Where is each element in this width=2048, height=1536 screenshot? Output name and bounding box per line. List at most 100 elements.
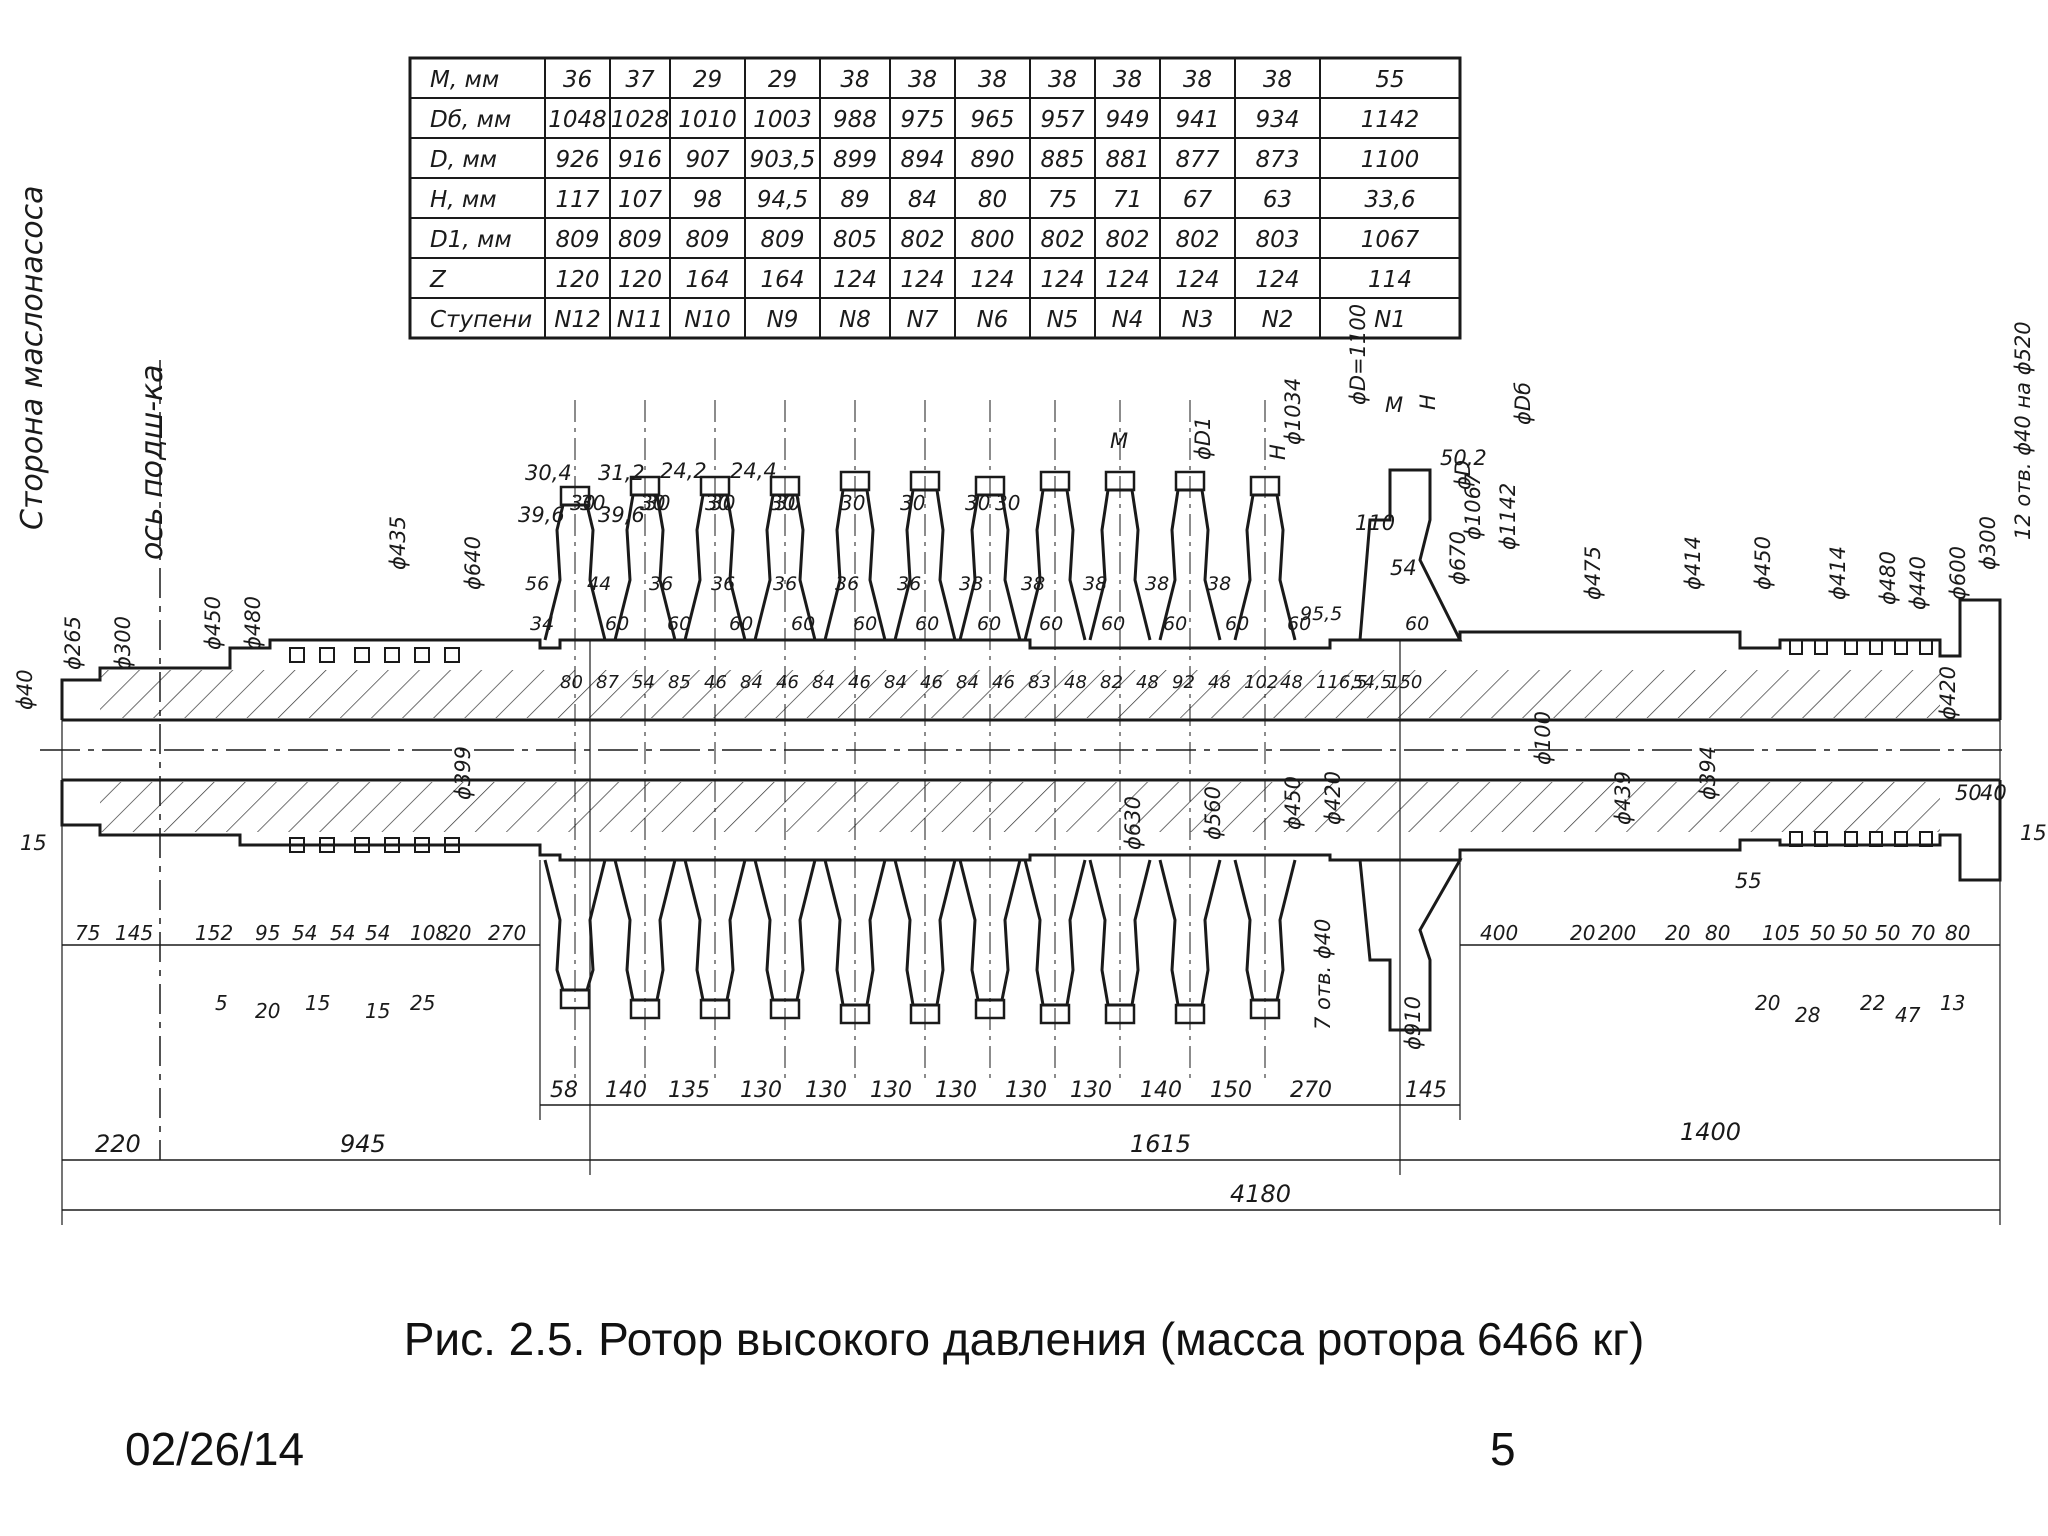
table-cell: N9 — [767, 307, 799, 333]
row-dim-label: 87 — [596, 672, 619, 693]
dim-label: M — [1385, 393, 1403, 417]
seal-groove — [319, 647, 335, 663]
table-cell: 809 — [556, 227, 600, 253]
bottom-left-dim: 152 — [195, 921, 233, 945]
table-cell: N10 — [684, 307, 730, 333]
row-dim-label: 85 — [668, 672, 691, 693]
dim-label: ϕD1 — [1191, 417, 1215, 460]
dim-label: ϕD — [1451, 460, 1475, 490]
overall-dim-4180: 4180 — [1230, 1180, 1291, 1208]
bottom-right-dim: 105 — [1762, 921, 1800, 945]
oil-pump-side-label: Сторона маслонасоса — [15, 186, 50, 530]
row-dim-label: 48 — [1064, 672, 1087, 693]
dim-label: ϕ300 — [111, 616, 135, 670]
seal-groove — [1814, 639, 1828, 655]
inner-dim-label: ϕ399 — [451, 746, 475, 800]
bottom-right-small-dim: 28 — [1795, 1003, 1820, 1027]
seal-groove — [444, 837, 460, 853]
bottom-right-dim: 400 — [1480, 921, 1518, 945]
stage-small-label: 60 — [1287, 613, 1311, 635]
table-cell: 975 — [901, 107, 945, 133]
inner-dim-label: 40 — [1980, 781, 2007, 805]
table-cell: 802 — [1176, 227, 1220, 253]
table-cell: 124 — [833, 267, 877, 293]
dim-label: ϕ640 — [461, 536, 485, 590]
dim-label: 39,6 — [518, 503, 565, 527]
table-cell: 98 — [693, 187, 722, 213]
footer-date: 02/26/14 — [125, 1423, 305, 1475]
table-cell: 894 — [901, 147, 945, 173]
page-number: 5 — [1490, 1423, 1516, 1475]
bottom-left-dim: 95 — [255, 921, 280, 945]
seal-groove — [289, 647, 305, 663]
table-cell: 124 — [1176, 267, 1220, 293]
stage-small-label: 56 — [525, 573, 549, 595]
table-cell: N7 — [907, 307, 939, 333]
table-cell: 802 — [901, 227, 945, 253]
seal-groove — [1894, 639, 1908, 655]
stage-small-label: 36 — [649, 573, 673, 595]
table-cell: 164 — [761, 267, 805, 293]
dim-label: 39,6 — [598, 503, 645, 527]
table-cell: 803 — [1256, 227, 1300, 253]
row-dim-label: 92 — [1172, 672, 1195, 693]
bottom-right-small-dim: 47 — [1895, 1003, 1921, 1027]
seal-groove — [1789, 639, 1803, 655]
dim-label: ϕ414 — [1826, 546, 1850, 600]
stage-spacing-dim: 130 — [870, 1078, 912, 1103]
blade-width-label: 30 — [645, 491, 670, 515]
table-row-label: M, мм — [430, 67, 499, 93]
table-cell: 941 — [1176, 107, 1220, 133]
dim-label: ϕ414 — [1681, 536, 1705, 590]
stage-small-label: 38 — [959, 573, 983, 595]
dim-label: ϕD=1100 — [1346, 304, 1370, 405]
stage-small-label: 44 — [587, 573, 611, 595]
blade-width-label: 30 — [995, 491, 1020, 515]
table-cell: 114 — [1368, 267, 1412, 293]
seal-groove — [1844, 831, 1858, 847]
stage-small-label: 36 — [711, 573, 735, 595]
inner-dim-label: ϕ630 — [1121, 796, 1145, 850]
table-cell: 988 — [833, 107, 877, 133]
stage-small-label: 60 — [915, 613, 939, 635]
dim-label: 30,4 — [525, 461, 572, 485]
table-cell: 55 — [1375, 67, 1404, 93]
table-border — [408, 56, 1462, 340]
stage-small-label: 36 — [835, 573, 859, 595]
table-cell: 89 — [840, 187, 869, 213]
dim-label: ϕ475 — [1581, 546, 1605, 600]
table-cell: 29 — [693, 67, 722, 93]
inner-dim-label: ϕ910 — [1401, 996, 1425, 1050]
inner-dim-label: ϕ560 — [1201, 786, 1225, 840]
stage-spacing-dim: 130 — [1005, 1078, 1047, 1103]
stage-small-label: 60 — [791, 613, 815, 635]
stage-small-label: 60 — [1039, 613, 1063, 635]
row-dim-label: 80 — [560, 672, 583, 693]
table-cell: 38 — [1048, 67, 1077, 93]
dim-label: ϕ265 — [61, 616, 85, 670]
dim-label: ϕ480 — [241, 596, 265, 650]
blade-width-label: 30 — [640, 491, 665, 515]
bottom-left-dim: 145 — [115, 921, 153, 945]
table-cell: 949 — [1106, 107, 1150, 133]
bottom-left-dim: 108 — [410, 921, 448, 945]
row-dim-label: 48 — [1136, 672, 1159, 693]
row-dim-label: 46 — [704, 672, 727, 693]
table-cell: 124 — [1106, 267, 1150, 293]
control-stage-disc-lower — [1358, 858, 1463, 1032]
table-cell: 71 — [1113, 187, 1142, 213]
stage-spacing-dim: 140 — [1140, 1078, 1182, 1103]
table-cell: N1 — [1374, 307, 1406, 333]
bottom-right-dim: 50 — [1842, 921, 1867, 945]
table-cell: N5 — [1047, 307, 1079, 333]
stage-small-label: 60 — [667, 613, 691, 635]
overall-dim-1615: 1615 — [1130, 1130, 1191, 1158]
seal-groove — [414, 647, 430, 663]
